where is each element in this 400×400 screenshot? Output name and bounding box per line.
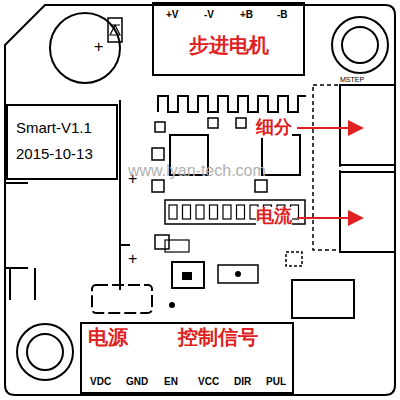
switch-label: MSTEP — [340, 76, 364, 84]
pin-name: EN — [164, 376, 178, 387]
pin-name: PUL — [266, 376, 286, 387]
board-date: 2015-10-13 — [16, 146, 93, 163]
polarity-mark: + — [94, 38, 103, 56]
terminal-label: -V — [204, 9, 214, 20]
section-title: 控制信号 — [178, 326, 258, 348]
terminal-label: -B — [277, 9, 288, 20]
terminal-label: +B — [240, 9, 253, 20]
section-title: 步进电机 — [189, 34, 269, 56]
board-name: Smart-V1.1 — [16, 120, 92, 137]
connector-box: 电源 控制信号 VDC GND EN VCC DIR PUL — [80, 322, 294, 394]
pin-name: VDC — [90, 376, 111, 387]
section-title: 电源 — [88, 326, 128, 348]
pin-name: DIR — [234, 376, 251, 387]
motor-terminal-box: +V -V +B -B 步进电机 — [152, 2, 305, 76]
pin-name: VCC — [198, 376, 219, 387]
callout-label: 电流 — [256, 207, 292, 227]
terminal-label: +V — [166, 9, 179, 20]
board-name-box: Smart-V1.1 2015-10-13 — [6, 104, 118, 180]
polarity-mark: + — [128, 250, 137, 268]
callout-label: 细分 — [256, 118, 292, 138]
pin-name: GND — [126, 376, 148, 387]
watermark: www.lyan-tech.com — [128, 162, 266, 180]
